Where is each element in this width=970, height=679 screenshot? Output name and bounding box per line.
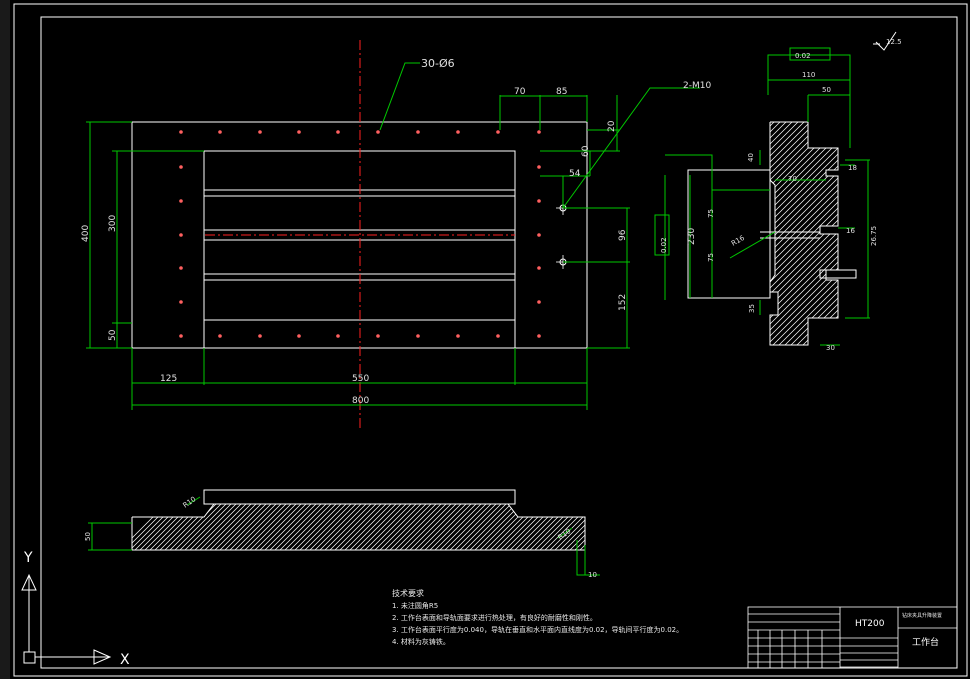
outer-frame — [13, 3, 968, 677]
note-line-2: 2. 工作台表面和导轨面要求进行热处理，有良好的耐磨性和刚性。 — [392, 613, 597, 622]
dim-75a: 75 — [707, 209, 715, 218]
roughness-symbol — [873, 31, 897, 51]
dim-230: 230 — [687, 228, 697, 245]
hole-left-3 — [179, 266, 183, 270]
hole-left-0 — [179, 165, 183, 169]
plan-dimensions — [86, 62, 700, 410]
title-block — [747, 606, 958, 669]
hole-top-5 — [376, 130, 380, 134]
hole-right-2 — [537, 233, 541, 237]
part-name: 工作台 — [912, 636, 939, 648]
hole-top-0 — [179, 130, 183, 134]
slide-block — [687, 169, 771, 299]
hole-top-1 — [218, 130, 222, 134]
hole-bottom-7 — [456, 334, 460, 338]
dim-section-70: 70 — [788, 175, 797, 183]
roughness-value: 12.5 — [886, 38, 902, 46]
dim-side-r10: R10 — [182, 495, 198, 509]
project-name: 钻床夹具升降装置 — [902, 612, 942, 619]
hole-right-4 — [537, 300, 541, 304]
hole-top-3 — [297, 130, 301, 134]
note-line-1: 1. 未注圆角R5 — [392, 601, 438, 610]
hole-left-4 — [179, 300, 183, 304]
dim-550: 550 — [352, 374, 369, 384]
dim-96: 96 — [618, 229, 628, 241]
technical-notes: 技术要求 1. 未注圆角R5 2. 工作台表面和导轨面要求进行热处理，有良好的耐… — [392, 588, 683, 646]
hole-bottom-0 — [179, 334, 183, 338]
hole-bottom-8 — [496, 334, 500, 338]
note-line-3: 3. 工作台表面平行度为0.040，导轨在垂直和水平面内直线度为0.02，导轨间… — [392, 625, 683, 634]
hole-bottom-6 — [416, 334, 420, 338]
hole-top-7 — [456, 130, 460, 134]
side-view — [131, 489, 586, 560]
dim-20: 20 — [607, 120, 617, 132]
dim-side-10: 10 — [588, 571, 597, 579]
dim-40: 40 — [747, 153, 755, 162]
dim-54: 54 — [569, 169, 581, 179]
dim-125: 125 — [160, 374, 177, 384]
hole-top-2 — [258, 130, 262, 134]
callout-30-holes: 30-Ø6 — [421, 57, 455, 70]
bolt — [819, 269, 857, 279]
hole-left-1 — [179, 199, 183, 203]
inner-frame — [40, 16, 958, 669]
dim-section-30: 30 — [826, 344, 835, 352]
toolbar-strip[interactable] — [0, 0, 10, 679]
section-outline — [769, 121, 839, 346]
holes-group — [179, 130, 541, 338]
dim-60: 60 — [581, 145, 591, 157]
hole-bottom-9 — [537, 334, 541, 338]
hole-top-6 — [416, 130, 420, 134]
dim-85: 85 — [556, 87, 567, 97]
hole-left-2 — [179, 233, 183, 237]
dim-26-75: 26.75 — [870, 226, 878, 246]
material-label: HT200 — [855, 619, 885, 629]
section-dimensions — [654, 47, 870, 346]
dim-152: 152 — [618, 294, 628, 311]
hole-right-1 — [537, 199, 541, 203]
dim-side-50: 50 — [84, 532, 92, 541]
hole-right-3 — [537, 266, 541, 270]
hole-bottom-4 — [336, 334, 340, 338]
dim-50: 50 — [108, 329, 118, 341]
hole-right-0 — [537, 165, 541, 169]
ucs-y-label: Y — [23, 550, 33, 566]
dim-110: 110 — [802, 71, 815, 79]
dim-75b: 75 — [707, 253, 715, 262]
dim-70: 70 — [514, 87, 526, 97]
side-dimensions — [88, 496, 600, 576]
dim-800: 800 — [352, 396, 369, 406]
hole-top-4 — [336, 130, 340, 134]
notes-title: 技术要求 — [392, 588, 424, 598]
hole-bottom-2 — [258, 334, 262, 338]
hole-bottom-3 — [297, 334, 301, 338]
flatness-value: 0.02 — [795, 52, 811, 60]
plan-view — [131, 40, 588, 430]
hole-bottom-5 — [376, 334, 380, 338]
side-hatch — [132, 504, 585, 550]
dim-section-50: 50 — [822, 86, 831, 94]
ucs-x-label: X — [120, 652, 130, 668]
note-line-4: 4. 材料为灰铸铁。 — [392, 637, 450, 646]
hole-top-9 — [537, 130, 541, 134]
dim-400: 400 — [81, 225, 91, 242]
dim-16: 16 — [846, 227, 855, 235]
parallel-value: 0.02 — [660, 237, 668, 253]
callout-2-m10: 2-M10 — [683, 81, 711, 91]
dim-35: 35 — [748, 304, 756, 313]
ucs-icon: Y X — [21, 550, 130, 668]
hole-top-8 — [496, 130, 500, 134]
dim-r16: R16 — [730, 234, 746, 248]
dim-300: 300 — [108, 215, 118, 232]
hole-bottom-1 — [218, 334, 222, 338]
dim-18: 18 — [848, 164, 857, 172]
